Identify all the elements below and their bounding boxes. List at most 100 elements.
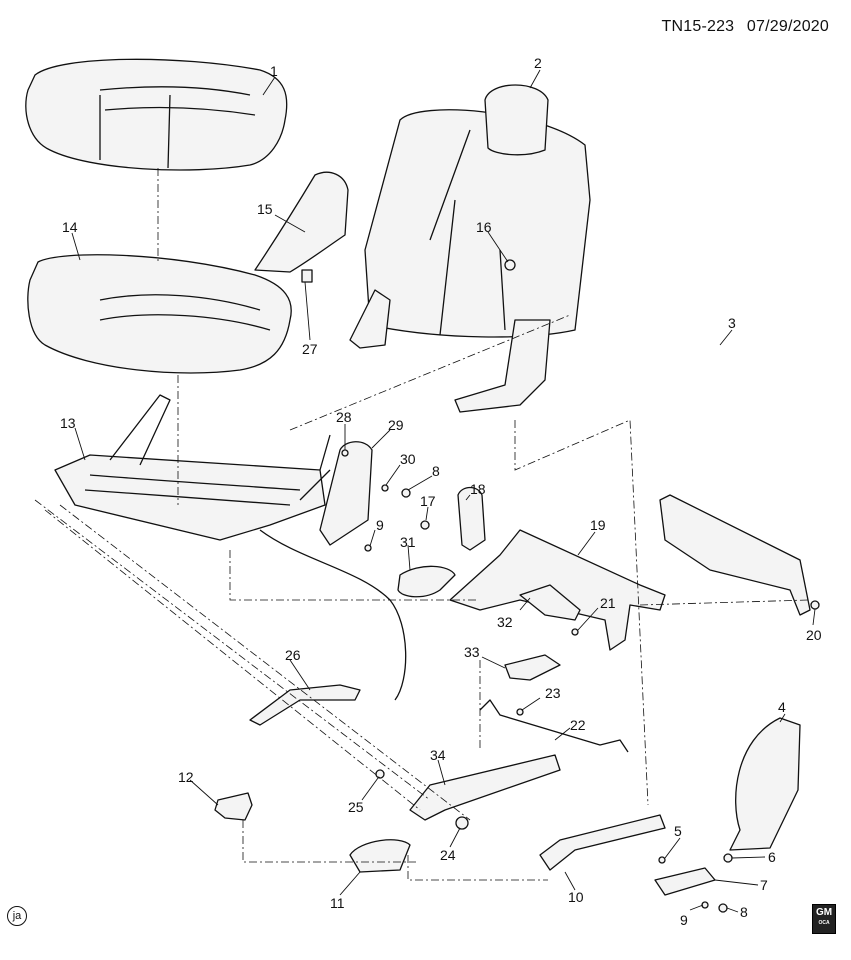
callout-10: 10 [568,889,584,905]
part-cross-member [449,529,666,651]
leader-line [664,837,681,859]
callout-16: 16 [476,219,492,235]
part-bracket-32 [519,584,581,621]
callout-33: 33 [464,644,480,660]
part-side-shield [729,717,801,851]
leader-line [361,777,379,801]
callout-8-lower: 8 [740,904,748,920]
callout-18: 18 [470,481,486,497]
phantom-line [34,499,431,801]
leader-line [719,329,733,346]
phantom-line [639,599,809,606]
part-fastener-20 [810,600,820,610]
phantom-line [229,550,478,601]
part-side-trim [254,171,349,273]
part-nut-16 [504,259,516,271]
callout-4: 4 [778,699,786,715]
phantom-line [407,855,548,881]
part-seat-back-hinge [454,319,551,413]
leader-line [304,281,311,341]
leader-line [519,597,531,611]
leader-line [262,76,276,96]
callout-21: 21 [600,595,616,611]
callout-15: 15 [257,201,273,217]
callout-9-lower: 9 [680,912,688,928]
part-fastener-8-upper [401,488,411,498]
part-fastener-25 [375,769,385,779]
part-track-cover-11 [349,839,411,873]
leader-line [407,544,411,571]
part-seat-back [364,109,591,338]
leader-line [554,727,571,741]
part-cover-7 [654,867,716,896]
part-fastener-5 [658,856,666,864]
diagram-date: 07/29/2020 [746,18,829,35]
callout-7: 7 [760,877,768,893]
leader-line [425,506,429,521]
callout-34: 34 [430,747,446,763]
part-clip [301,269,313,283]
callout-28: 28 [336,409,352,425]
leader-line [577,531,596,556]
diagram-id: TN15-223 [661,18,735,35]
part-seat-cushion-cover [25,58,288,171]
part-trim-cover-31 [397,565,456,598]
leader-line [289,659,311,691]
diagram-header: TN15-223 07/29/2020 [654,18,829,36]
callout-32: 32 [497,614,513,630]
part-rod-22 [479,699,629,753]
callout-9-upper: 9 [376,517,384,533]
leader-line [339,871,361,896]
leader-line [189,779,219,806]
part-fastener-6 [723,853,733,863]
part-cover-12 [214,792,253,821]
leader-line [726,907,739,913]
leader-line [564,871,576,891]
callout-27: 27 [302,341,318,357]
part-fastener-9-upper [364,544,372,552]
part-seat-cushion-pad [27,254,292,374]
leader-line [577,607,599,631]
phantom-line [289,314,571,431]
part-fastener-30 [381,484,389,492]
leader-line [437,759,446,786]
callout-6: 6 [768,849,776,865]
gm-logo: GM OCA [812,904,836,934]
leader-line [487,231,509,263]
artist-mark: ja [7,906,27,926]
gm-logo-subtext: OCA [818,920,830,926]
phantom-line [59,504,471,821]
leader-line [521,697,541,711]
leader-line [274,214,306,233]
callout-12: 12 [178,769,194,785]
leader-line [481,656,506,669]
leader-line [714,879,759,886]
part-fastener-23 [516,708,524,716]
leader-line [371,429,391,449]
callout-3: 3 [728,315,736,331]
callout-2: 2 [534,55,542,71]
phantom-line [44,509,421,811]
leader-line [449,827,461,848]
part-fastener-17 [420,520,430,530]
part-cable [259,529,407,701]
leader-line [689,904,704,911]
part-rear-cross-bar [659,494,811,616]
callout-20: 20 [806,627,822,643]
callout-26: 26 [285,647,301,663]
leader-line [74,427,86,461]
callout-1: 1 [270,63,278,79]
part-seat-track-inner [409,754,561,821]
callout-22: 22 [570,717,586,733]
callout-23: 23 [545,685,561,701]
callout-8-upper: 8 [432,463,440,479]
leader-line [465,494,471,501]
part-fastener-24 [455,816,469,830]
leader-line [71,232,81,261]
callout-5: 5 [674,823,682,839]
callout-17: 17 [420,493,436,509]
callout-14: 14 [62,219,78,235]
part-seat-back-bracket-left [349,289,391,349]
